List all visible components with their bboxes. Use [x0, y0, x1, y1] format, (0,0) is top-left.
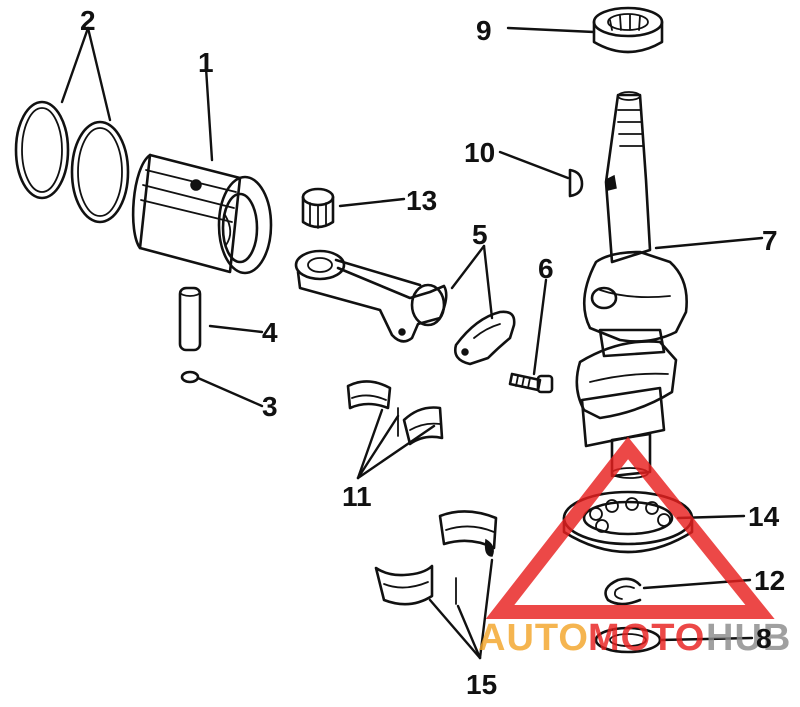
rod-bearing-halves: [346, 380, 444, 446]
watermark-triangle: [485, 436, 775, 619]
callout-9: 9: [476, 15, 492, 46]
main-bearing-halves: [374, 510, 498, 606]
callout-3: 3: [262, 391, 278, 422]
wrist-pin: [178, 286, 202, 352]
cap-screw: [508, 372, 554, 394]
watermark-brand-hub: HUB: [706, 617, 791, 659]
callout-7: 7: [762, 225, 778, 256]
callout-numbers: 2 1 4 3 5 6 7 9 10 13 11 14 12 8 15: [80, 5, 785, 700]
callout-10: 10: [464, 137, 495, 168]
retaining-ring: [604, 577, 642, 606]
crankshaft: [575, 91, 688, 479]
rod-cap: [454, 310, 516, 366]
connecting-rod: [294, 249, 448, 343]
callout-4: 4: [262, 317, 278, 348]
woodruff-key: [568, 168, 584, 198]
callout-15: 15: [466, 669, 497, 700]
retaining-clip: [180, 370, 200, 384]
watermark-brand-moto: MOTO: [588, 617, 705, 659]
piston: [131, 153, 273, 275]
callout-1: 1: [198, 47, 214, 78]
watermark-logo: AUTO MOTO HUB: [478, 436, 791, 659]
callout-14: 14: [748, 501, 780, 532]
watermark-brand-auto: AUTO: [478, 617, 589, 659]
top-needle-bearing: [592, 6, 664, 54]
callout-13: 13: [406, 185, 437, 216]
callout-11: 11: [342, 481, 372, 512]
callout-12: 12: [754, 565, 785, 596]
needle-bearing-small: [301, 187, 335, 229]
callout-6: 6: [538, 253, 554, 284]
piston-rings: [14, 100, 130, 224]
callout-5: 5: [472, 219, 488, 250]
callout-8: 8: [756, 623, 772, 654]
leader-lines: [60, 26, 764, 660]
callout-2: 2: [80, 5, 96, 36]
